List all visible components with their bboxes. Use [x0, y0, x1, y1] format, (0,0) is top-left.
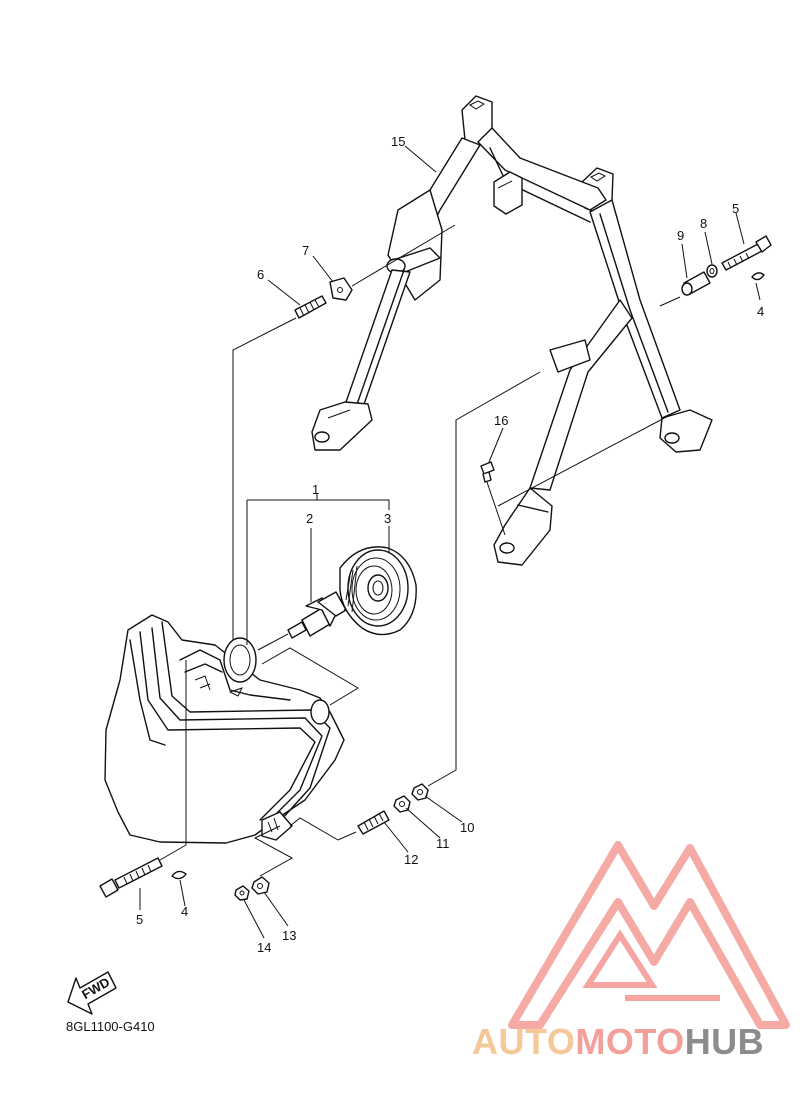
screw-16: [480, 461, 495, 483]
callout-3: 3: [384, 511, 391, 526]
install-line-12: [289, 817, 357, 841]
install-line-13: [253, 825, 294, 877]
callout-11: 11: [436, 836, 450, 851]
install-line-6: [232, 317, 297, 640]
bolt-5-upper: [721, 235, 772, 271]
install-line-10: [427, 371, 541, 787]
clip-nut-7: [329, 277, 353, 301]
washer-8: [706, 264, 718, 278]
watermark-part-hub: HUB: [685, 1021, 765, 1062]
callout-15: 15: [391, 134, 405, 149]
watermark-logo: [508, 841, 790, 1029]
nut-10: [411, 783, 429, 801]
callout-16: 16: [494, 413, 508, 428]
callout-7: 7: [302, 243, 309, 258]
watermark-part-auto: AUTO: [472, 1021, 575, 1062]
install-line-16b: [497, 414, 671, 507]
adjust-spring-6: [294, 295, 327, 319]
callout-2: 2: [306, 511, 313, 526]
diagram-code: 8GL1100-G410: [66, 1019, 155, 1034]
install-line-cover: [261, 647, 359, 706]
callout-1: 1: [312, 482, 319, 497]
cotter-pin-4-lower: [171, 870, 187, 880]
callout-4-lower: 4: [181, 904, 188, 919]
nut-14: [234, 885, 250, 901]
callout-6: 6: [257, 267, 264, 282]
callout-labels: 15 7 6 5 8 9 4 16 1 2 3 10 11 12 13 14 5…: [136, 134, 764, 955]
cotter-pin-4-upper: [751, 272, 765, 281]
install-line-5: [659, 296, 681, 307]
callout-12: 12: [404, 852, 418, 867]
callout-8: 8: [700, 216, 707, 231]
install-line-bulb: [257, 633, 289, 651]
callout-13: 13: [282, 928, 296, 943]
watermark-text: AUTOMOTOHUB: [472, 1021, 764, 1062]
callout-5-upper: 5: [732, 201, 739, 216]
leader-lines: [139, 145, 761, 939]
callout-9: 9: [677, 228, 684, 243]
adjust-spring-12: [357, 810, 390, 835]
bolt-5-lower: [99, 857, 163, 898]
install-line-16: [486, 481, 506, 536]
callout-5-lower: 5: [136, 912, 143, 927]
callout-4-upper: 4: [757, 304, 764, 319]
collar-9: [681, 271, 711, 296]
forward-arrow: FWD: [67, 971, 117, 1015]
nut-13: [251, 876, 270, 895]
callout-10: 10: [460, 820, 474, 835]
install-line-5b: [159, 660, 187, 861]
install-line-7: [351, 224, 456, 287]
watermark-part-moto: MOTO: [575, 1021, 684, 1062]
headlight-stay-bracket: [311, 95, 713, 566]
callout-14: 14: [257, 940, 271, 955]
headlight-unit: [104, 614, 345, 844]
bulb-socket-cover-3: [339, 546, 417, 636]
